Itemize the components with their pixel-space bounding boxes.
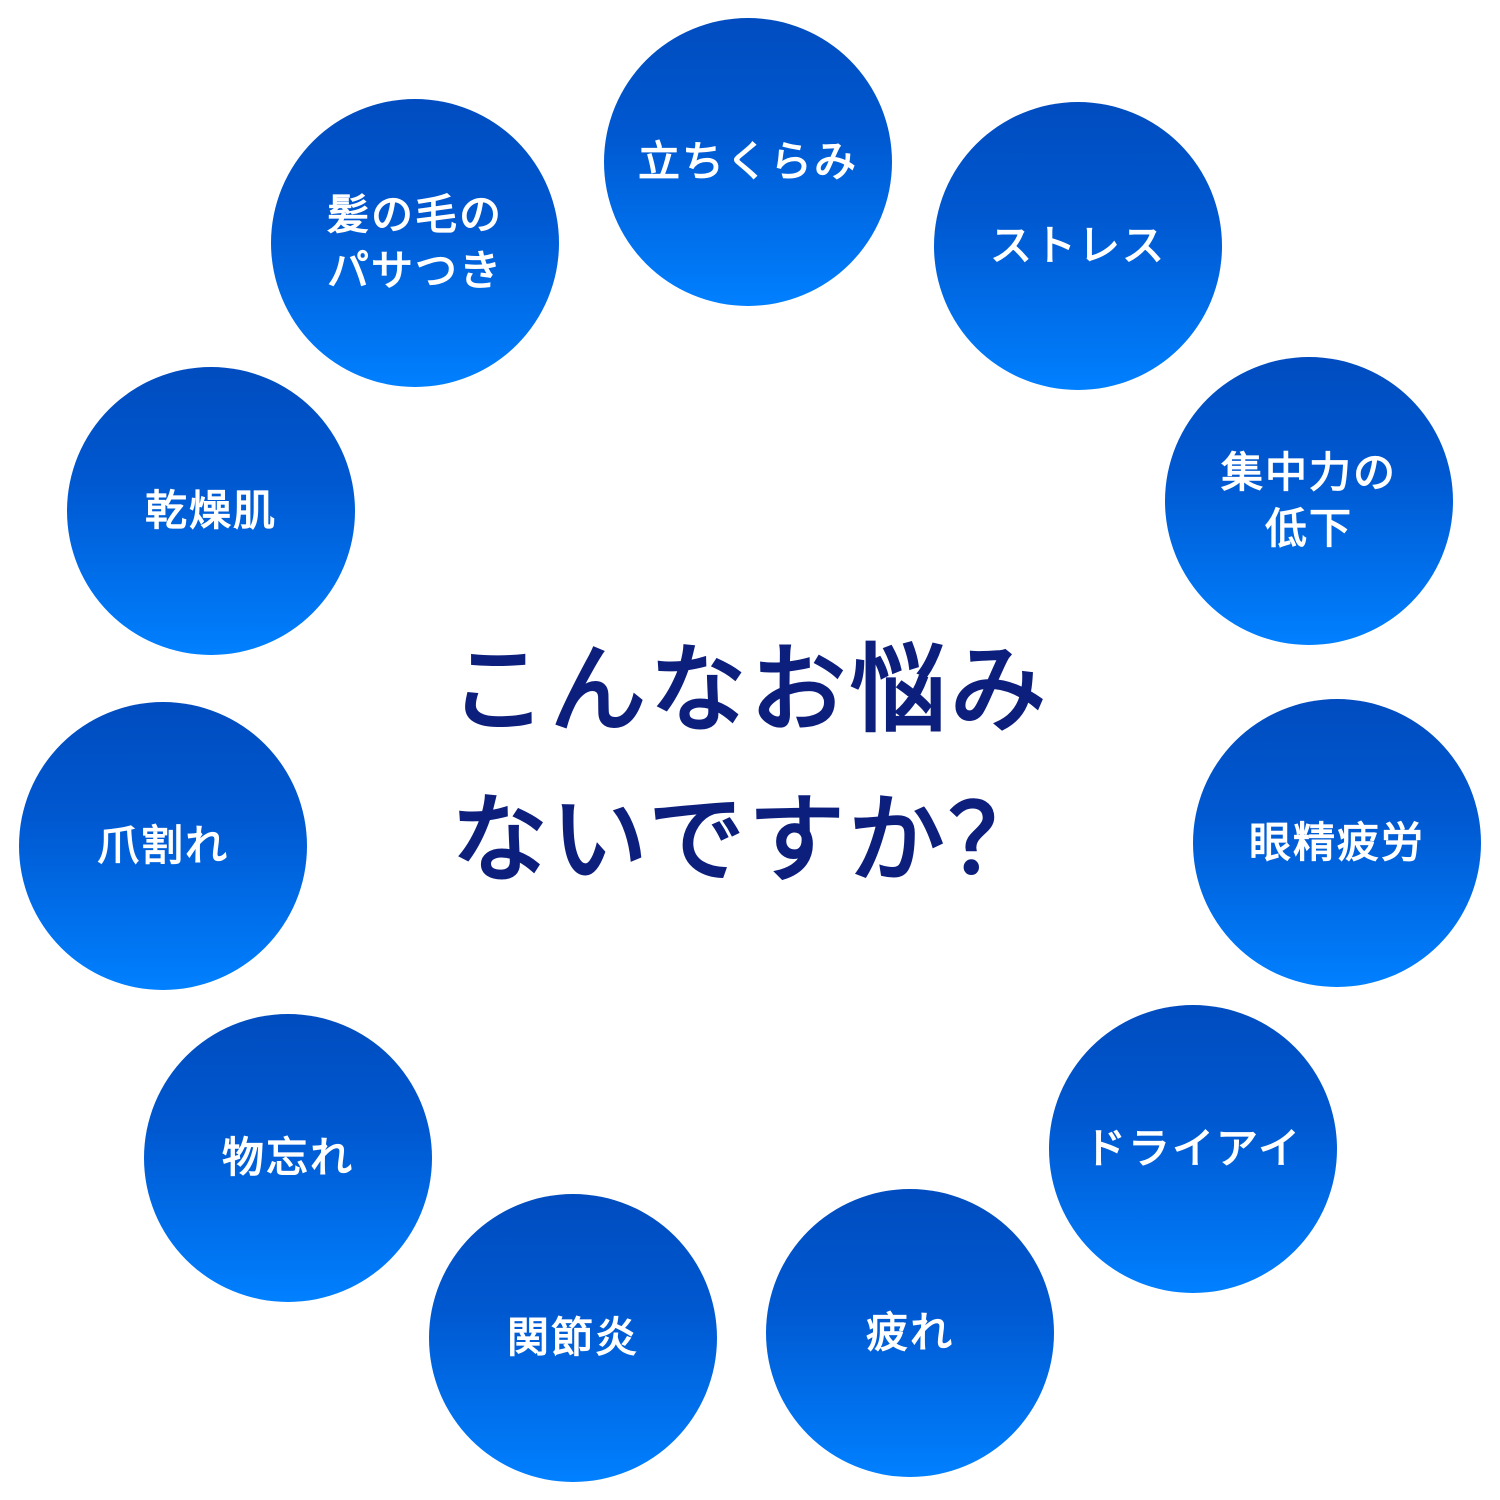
concern-bubble-dry-eye: ドライアイ: [1049, 1005, 1337, 1293]
concern-bubble-forgetfulness: 物忘れ: [144, 1014, 432, 1302]
concern-bubble-stress: ストレス: [934, 102, 1222, 390]
concern-bubble-dry-hair: 髪の毛の パサつき: [271, 99, 559, 387]
concern-bubble-concentration: 集中力の 低下: [1165, 357, 1453, 645]
center-title: こんなお悩み ないですか？: [450, 634, 1050, 896]
concern-bubble-dizziness: 立ちくらみ: [604, 18, 892, 306]
concern-bubble-dry-skin: 乾燥肌: [67, 367, 355, 655]
concern-bubble-fatigue: 疲れ: [766, 1189, 1054, 1477]
concern-bubble-eye-strain: 眼精疲労: [1193, 699, 1481, 987]
concern-bubble-arthritis: 関節炎: [429, 1194, 717, 1482]
concern-bubble-brittle-nails: 爪割れ: [19, 702, 307, 990]
